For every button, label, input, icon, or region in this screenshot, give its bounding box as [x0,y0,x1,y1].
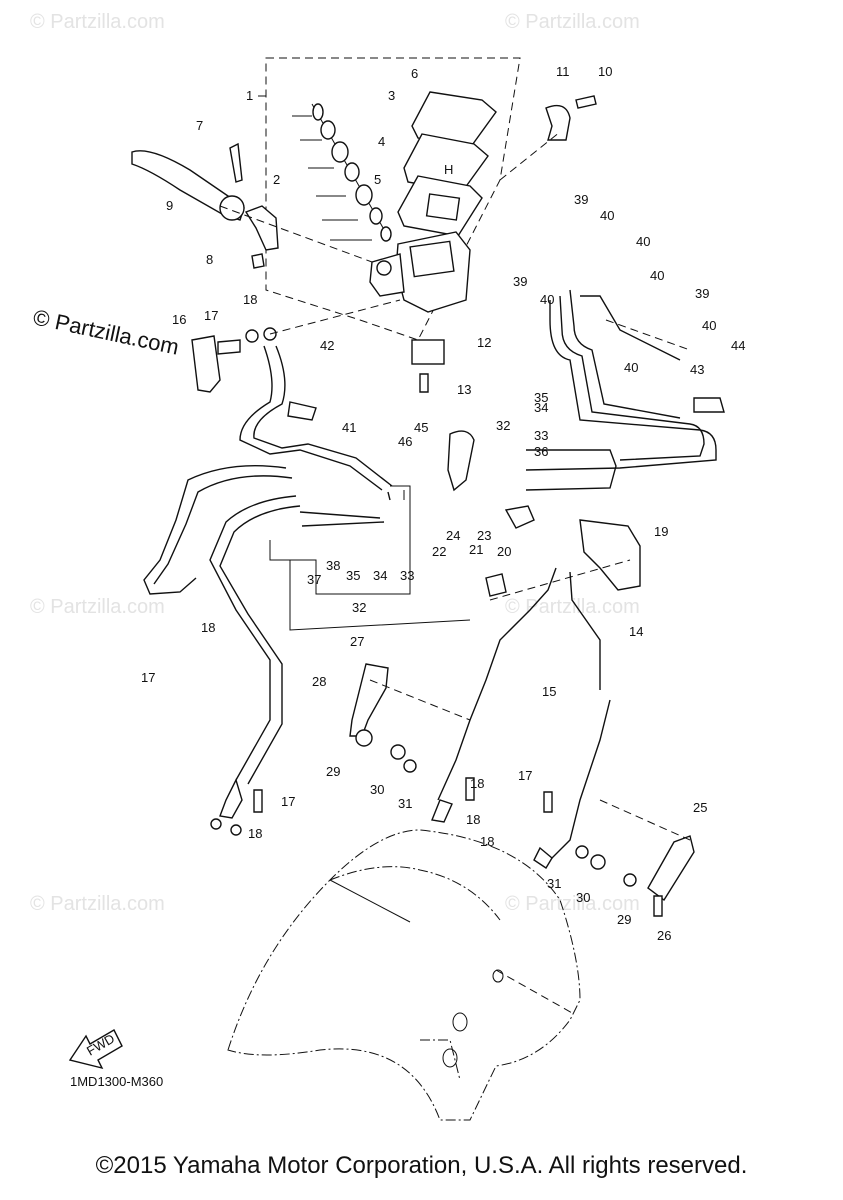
callout: 20 [497,544,511,559]
callout: 24 [446,528,460,543]
callout: 40 [600,208,614,223]
watermark: © Partzilla.com [30,11,165,33]
master-cylinder-body [369,231,471,313]
callout: 17 [141,670,155,685]
callout: 14 [629,624,643,639]
callout: 42 [320,338,334,353]
callout: 16 [172,312,186,327]
watermark: © Partzilla.com [30,596,165,618]
lower-left-fittings [210,778,263,836]
right-lower-fittings [533,791,695,917]
callout: 26 [657,928,671,943]
callout: 17 [518,768,532,783]
callout: 6 [411,66,418,81]
callout: 25 [693,800,707,815]
watermark: © Partzilla.com [505,596,640,618]
callout: 11 [556,64,570,79]
callout: 32 [352,600,366,615]
callout: 22 [432,544,446,559]
callout: 21 [469,542,483,557]
callout: 39 [695,286,709,301]
leader-lines [219,131,691,1015]
callout: 18 [243,292,257,307]
callout: 33 [534,428,548,443]
callout: 44 [731,338,745,353]
callout: 37 [307,572,321,587]
callout: 39 [513,274,527,289]
brake-pipes [525,289,717,491]
diagram-code: 1MD1300-M360 [70,1074,163,1089]
callout: 18 [470,776,484,791]
callout: 40 [636,234,650,249]
center-fittings [349,663,475,823]
master-cylinder-group-outline [265,57,521,341]
callout: 39 [574,192,588,207]
callout: 40 [540,292,554,307]
fwd-arrow-icon: FWD [68,1029,123,1070]
right-bracket [437,519,641,861]
callout: 10 [598,64,612,79]
callout: 31 [547,876,561,891]
callout: 32 [496,418,510,433]
brake-light-switch [411,339,445,393]
callout: 3 [388,88,395,103]
watermark: © Partzilla.com [30,893,165,915]
callout: 30 [370,782,384,797]
callout: 40 [650,268,664,283]
callout: 4 [378,134,385,149]
callout: 30 [576,890,590,905]
callout: 27 [350,634,364,649]
callout: 2 [273,172,280,187]
callout: 35 [346,568,360,583]
callout: 18 [480,834,494,849]
upper-union-bolt [191,327,277,393]
callout: 35 [534,390,548,405]
callout: 18 [248,826,262,841]
callout: 9 [166,198,173,213]
brake-hoses [143,345,393,785]
copyright-notice: ©2015 Yamaha Motor Corporation, U.S.A. A… [95,1152,748,1179]
callout: 34 [534,400,548,415]
callout: 7 [196,118,203,133]
callout: 5 [374,172,381,187]
callout: 33 [400,568,414,583]
callout: 8 [206,252,213,267]
callout: 18 [201,620,215,635]
clips [287,397,725,597]
callout: 43 [690,362,704,377]
watermark: © Partzilla.com [505,11,640,33]
callout: 12 [477,335,491,350]
callout: 23 [477,528,491,543]
handlebar-clamp [545,95,597,141]
callout: 40 [624,360,638,375]
callout: 15 [542,684,556,699]
partzilla-watermark: © Partzilla.com [31,304,181,359]
reservoir-cap-assembly: H [397,91,497,237]
callout: 17 [204,308,218,323]
piston-kit [292,103,392,242]
callout: 19 [654,524,668,539]
watermark: © Partzilla.com [505,893,640,915]
callout: 36 [534,444,548,459]
callout: 13 [457,382,471,397]
callouts: 1 2 3 4 5 6 7 8 9 10 11 12 13 14 15 16 1… [141,64,745,943]
callout: 41 [342,420,356,435]
callout: 29 [326,764,340,779]
callout: 31 [398,796,412,811]
callout: 18 [466,812,480,827]
front-fender [227,829,581,1121]
brake-lever [131,142,279,269]
callout: 38 [326,558,340,573]
callout: 46 [398,434,412,449]
reservoir-letter: H [444,162,453,177]
callout: 28 [312,674,326,689]
callout: 1 [246,88,253,103]
callout: 17 [281,794,295,809]
callout: 40 [702,318,716,333]
callout: 34 [373,568,387,583]
callout: 45 [414,420,428,435]
callout: 29 [617,912,631,927]
